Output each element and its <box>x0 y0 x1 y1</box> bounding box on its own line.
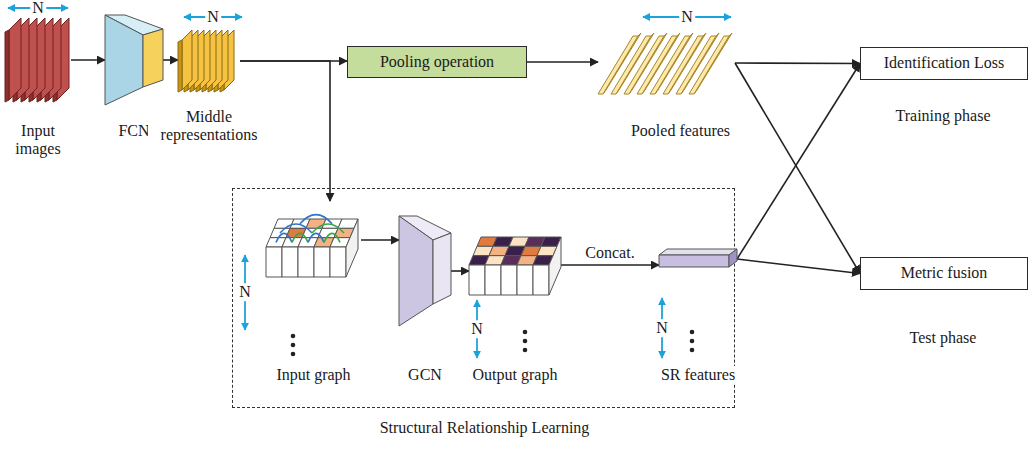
shape-face <box>659 249 737 255</box>
node-illustration <box>469 237 561 297</box>
node-label: Input images <box>6 122 70 159</box>
illustrated-node: Middle representations <box>178 30 240 92</box>
relation-arc <box>280 224 312 233</box>
shape-face <box>485 265 501 295</box>
connector <box>737 64 860 260</box>
shape-face <box>549 237 561 295</box>
shape-face <box>314 247 330 277</box>
shape-face <box>5 30 9 102</box>
shape-face <box>659 255 729 267</box>
shape-face <box>517 265 533 295</box>
shape-face <box>298 247 314 277</box>
illustrated-node: SR features <box>659 249 737 269</box>
ellipsis-dot <box>690 339 695 344</box>
shape-face <box>501 265 517 295</box>
shape-face <box>143 29 163 87</box>
loss-box: Identification Loss <box>860 47 1028 80</box>
shape-face <box>182 30 192 90</box>
connector <box>561 264 659 266</box>
shape-face <box>433 233 451 304</box>
ellipsis-dot <box>291 352 296 357</box>
box-text: Identification Loss <box>884 54 1004 72</box>
node-illustration <box>178 30 240 92</box>
dimension-label: N <box>30 0 46 17</box>
shape-face <box>346 219 358 277</box>
node-illustration <box>659 249 737 269</box>
connector <box>71 59 105 61</box>
node-label: Input graph <box>274 366 352 384</box>
illustrated-node: Output graph <box>469 237 561 297</box>
ellipsis-dot <box>291 334 296 339</box>
node-illustration <box>399 216 451 326</box>
connector <box>451 270 469 272</box>
shape-face <box>598 36 638 94</box>
node-label: GCN <box>406 366 444 384</box>
shape-face <box>330 247 346 277</box>
box-text: Metric fusion <box>901 264 988 282</box>
relation-arc <box>324 233 340 242</box>
illustrated-node: GCN <box>399 216 451 326</box>
relation-arc <box>292 233 308 242</box>
node-label: Middle representations <box>148 108 270 145</box>
dimension-label: N <box>205 8 221 26</box>
dimension-label: N <box>469 320 485 338</box>
node-illustration <box>266 201 361 279</box>
illustrated-node: Pooled features <box>598 30 735 96</box>
shape-face <box>399 216 433 326</box>
shape-face <box>266 247 282 277</box>
illustrated-node: Input images <box>5 18 71 102</box>
node-label: SR features <box>659 366 737 384</box>
illustrated-node: FCN <box>105 15 163 105</box>
edge-label: Concat. <box>583 244 636 262</box>
box-text: Pooling operation <box>380 53 494 71</box>
node-label: Structural Relationship Learning <box>378 419 592 437</box>
dimension-label: N <box>654 319 670 337</box>
fusion-box: Metric fusion <box>860 257 1028 290</box>
phase-label: Test phase <box>908 329 979 347</box>
relation-arc <box>276 233 292 242</box>
ellipsis-dot <box>523 339 528 344</box>
node-label: FCN <box>116 122 151 140</box>
shape-face <box>105 15 143 105</box>
connector <box>737 259 860 274</box>
ellipsis-dot <box>523 348 528 353</box>
node-label: Output graph <box>471 366 560 384</box>
relation-arc <box>312 224 344 233</box>
pooling-box: Pooling operation <box>347 46 527 78</box>
ellipsis-dot <box>523 330 528 335</box>
dimension-label: N <box>679 8 695 26</box>
shape-face <box>9 18 21 100</box>
shape-face <box>178 40 182 92</box>
node-illustration <box>105 15 163 105</box>
shape-face <box>533 265 549 295</box>
group-frame: Structural Relationship LearningInput gr… <box>232 188 735 408</box>
phase-label: Training phase <box>894 107 993 125</box>
node-label: Pooled features <box>629 122 732 140</box>
illustrated-node: Input graph <box>266 201 361 279</box>
shape-face <box>729 249 737 267</box>
connector <box>163 59 178 61</box>
connector <box>735 62 860 64</box>
ellipsis-dot <box>690 348 695 353</box>
ellipsis-dot <box>291 343 296 348</box>
connector <box>361 239 399 241</box>
dimension-label: N <box>237 283 253 301</box>
shape-face <box>469 265 485 295</box>
ellipsis-dot <box>690 330 695 335</box>
connector <box>527 61 598 63</box>
connector <box>735 63 860 274</box>
node-illustration <box>5 18 71 102</box>
shape-face <box>282 247 298 277</box>
relation-arc <box>308 233 324 242</box>
node-illustration <box>598 30 735 96</box>
relation-arc <box>300 215 332 224</box>
